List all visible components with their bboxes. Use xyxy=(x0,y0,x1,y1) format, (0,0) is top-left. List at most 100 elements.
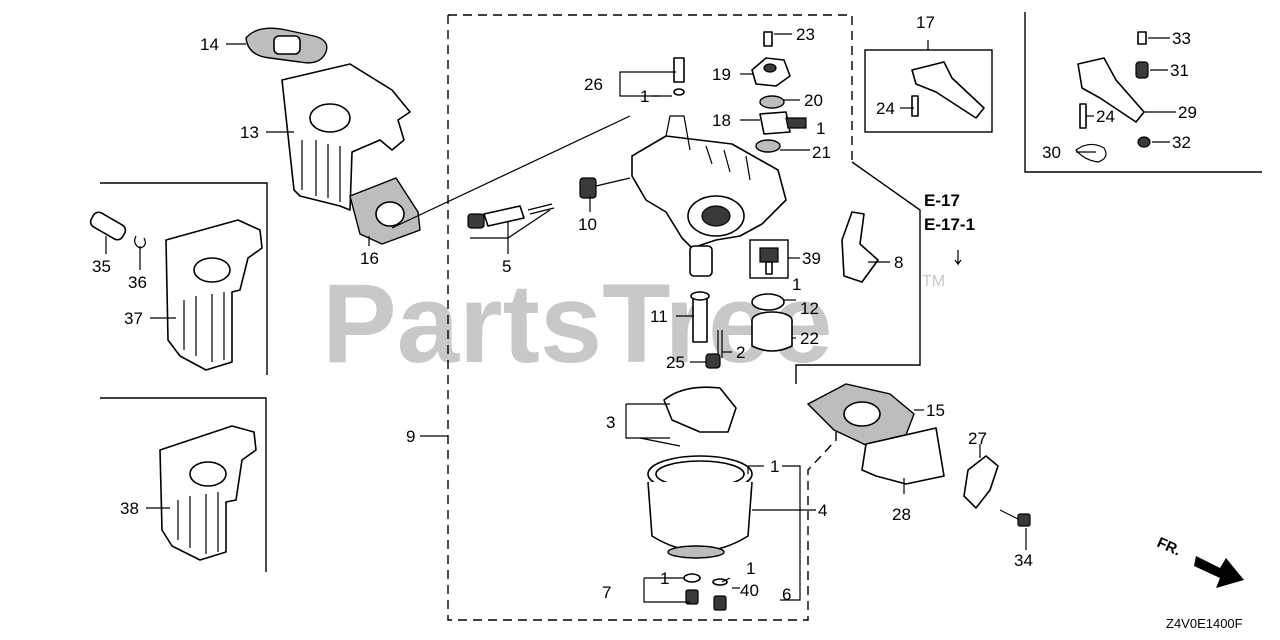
screw-part-39 xyxy=(749,239,789,279)
callout-4[interactable]: 4 xyxy=(818,501,827,520)
pin-part-24a xyxy=(911,95,919,117)
ref-e-17[interactable]: E-17 xyxy=(924,191,960,210)
insulator-part-13 xyxy=(281,63,411,211)
callout-39[interactable]: 39 xyxy=(802,249,821,268)
callout-11[interactable]: 11 xyxy=(650,307,668,326)
callout-2[interactable]: 2 xyxy=(736,343,745,362)
callout-6[interactable]: 6 xyxy=(782,585,791,604)
callout-29[interactable]: 29 xyxy=(1178,103,1197,122)
gasket-part-14 xyxy=(245,27,328,64)
callout-10[interactable]: 10 xyxy=(578,215,597,234)
diagram-code: Z4V0E1400F xyxy=(1166,616,1243,631)
callout-1-b[interactable]: 1 xyxy=(816,119,825,138)
callout-24-a[interactable]: 24 xyxy=(876,99,895,118)
callout-19[interactable]: 19 xyxy=(712,65,731,84)
carburetor-group-frame-left xyxy=(447,15,837,621)
callout-26[interactable]: 26 xyxy=(584,75,603,94)
screw-part-23 xyxy=(763,31,773,47)
insulator-part-38 xyxy=(159,425,257,561)
pin-part-24b xyxy=(1079,103,1087,129)
bowl-part-22 xyxy=(751,311,793,352)
seal-part-20 xyxy=(759,95,785,109)
callout-33[interactable]: 33 xyxy=(1172,29,1191,48)
callout-16[interactable]: 16 xyxy=(360,249,379,268)
callout-30[interactable]: 30 xyxy=(1042,143,1061,162)
callout-35[interactable]: 35 xyxy=(92,257,111,276)
drain-screw-part-40 xyxy=(712,578,728,611)
callout-7[interactable]: 7 xyxy=(602,583,611,602)
throttle-lever-part-17 xyxy=(911,61,985,119)
callout-40[interactable]: 40 xyxy=(740,581,759,600)
callout-27[interactable]: 27 xyxy=(968,429,987,448)
watermark-trademark: TM xyxy=(922,273,945,290)
callout-17[interactable]: 17 xyxy=(916,13,935,32)
callout-22[interactable]: 22 xyxy=(800,329,819,348)
gasket-part-15 xyxy=(806,383,915,447)
nut-part-32 xyxy=(1137,136,1151,148)
callout-13[interactable]: 13 xyxy=(240,123,259,142)
carburetor-body xyxy=(631,115,787,277)
callout-37[interactable]: 37 xyxy=(124,309,143,328)
nut-part-31 xyxy=(1135,61,1149,79)
ref-e-17-1[interactable]: E-17-1 xyxy=(924,215,975,234)
callout-34[interactable]: 34 xyxy=(1014,551,1033,570)
alt-insulator-frame-bottom xyxy=(100,397,267,572)
nozzle-part-11 xyxy=(690,291,710,343)
collar-part-35 xyxy=(89,211,127,241)
seal-part-21 xyxy=(755,139,781,153)
front-direction-arrow: FR. xyxy=(1154,534,1244,588)
callout-9[interactable]: 9 xyxy=(406,427,415,446)
callout-25[interactable]: 25 xyxy=(666,353,685,372)
screw-part-26 xyxy=(673,57,685,96)
spring-part-30 xyxy=(1075,143,1107,163)
bolt-part-7 xyxy=(683,573,701,605)
carburetor-group-frame-top xyxy=(448,14,853,162)
bolt-part-34 xyxy=(999,509,1031,527)
holder-part-18 xyxy=(759,111,807,135)
callout-15[interactable]: 15 xyxy=(926,401,945,420)
callout-38[interactable]: 38 xyxy=(120,499,139,518)
callout-8[interactable]: 8 xyxy=(894,253,903,272)
lever-part-27 xyxy=(963,455,999,509)
watermark: PartsTree xyxy=(322,261,833,386)
callout-28[interactable]: 28 xyxy=(892,505,911,524)
callout-3[interactable]: 3 xyxy=(606,413,615,432)
callout-1-e[interactable]: 1 xyxy=(660,569,669,588)
screw-part-10 xyxy=(579,177,631,199)
plate-part-19 xyxy=(751,57,791,87)
alt-insulator-frame-top xyxy=(100,182,268,375)
callout-12[interactable]: 12 xyxy=(800,299,819,318)
leader-lines xyxy=(105,33,1176,603)
choke-lever-frame xyxy=(1024,12,1262,173)
callout-1-c[interactable]: 1 xyxy=(792,275,801,294)
carburetor-group-frame-right xyxy=(795,161,921,384)
callout-1-d[interactable]: 1 xyxy=(770,457,779,476)
screw-set-part-5 xyxy=(467,203,555,229)
callout-23[interactable]: 23 xyxy=(796,25,815,44)
callout-labels: 14 13 16 35 36 37 38 10 5 26 1 23 19 20 … xyxy=(92,13,1197,604)
callout-24-b[interactable]: 24 xyxy=(1096,107,1115,126)
callout-5[interactable]: 5 xyxy=(502,257,511,276)
throttle-lever-frame xyxy=(864,49,993,133)
callout-31[interactable]: 31 xyxy=(1170,61,1189,80)
screw-part-33 xyxy=(1137,31,1147,45)
gasket-part-16 xyxy=(349,177,421,245)
callout-1-a[interactable]: 1 xyxy=(640,87,649,106)
lever-part-8 xyxy=(841,211,879,283)
jet-part-25 xyxy=(705,353,721,369)
callout-18[interactable]: 18 xyxy=(712,111,731,130)
float-part-3 xyxy=(639,386,737,447)
float-bowl-part-4 xyxy=(647,455,753,559)
o-ring-part-12 xyxy=(751,293,785,311)
callout-1-f[interactable]: 1 xyxy=(746,559,755,578)
callout-14[interactable]: 14 xyxy=(200,35,219,54)
pin-part-2 xyxy=(717,330,723,358)
choke-lever-part-29 xyxy=(1077,57,1145,123)
callout-36[interactable]: 36 xyxy=(128,273,147,292)
callout-20[interactable]: 20 xyxy=(804,91,823,110)
callout-21[interactable]: 21 xyxy=(812,143,831,162)
svg-text:FR.: FR. xyxy=(1154,534,1183,559)
callout-32[interactable]: 32 xyxy=(1172,133,1191,152)
